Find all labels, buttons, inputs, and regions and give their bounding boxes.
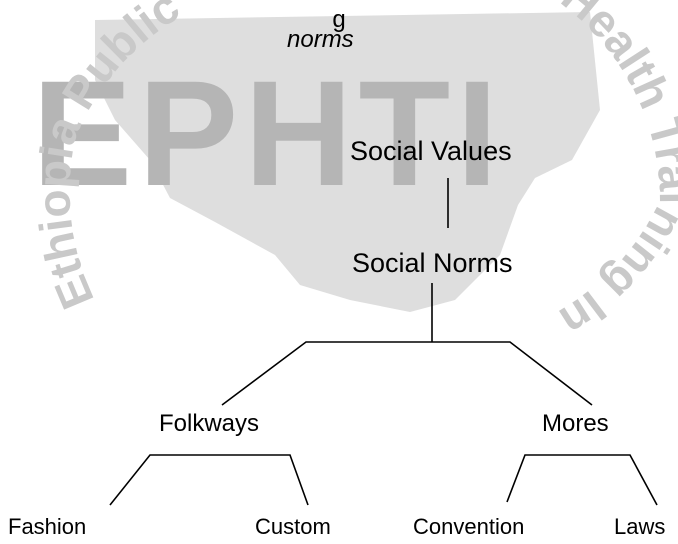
caption-norms: norms <box>287 26 354 53</box>
caption-fragment: g <box>332 6 346 33</box>
ephti-logo: EPHTI <box>32 49 504 217</box>
node-social-norms: Social Norms <box>352 248 513 278</box>
connector-folkways-children <box>109 454 309 506</box>
node-social-values: Social Values <box>350 136 512 166</box>
node-mores: Mores <box>542 410 609 437</box>
node-fashion: Fashion <box>8 514 87 539</box>
ethiopia-map-shape <box>95 12 600 312</box>
connector-mores-children <box>506 454 658 506</box>
connector-norms-branches <box>221 341 593 406</box>
node-custom: Custom <box>255 514 331 539</box>
node-laws: Laws <box>614 514 666 539</box>
node-folkways: Folkways <box>159 410 260 437</box>
figure-caption: g <box>0 0 678 44</box>
node-convention: Convention <box>413 514 525 539</box>
